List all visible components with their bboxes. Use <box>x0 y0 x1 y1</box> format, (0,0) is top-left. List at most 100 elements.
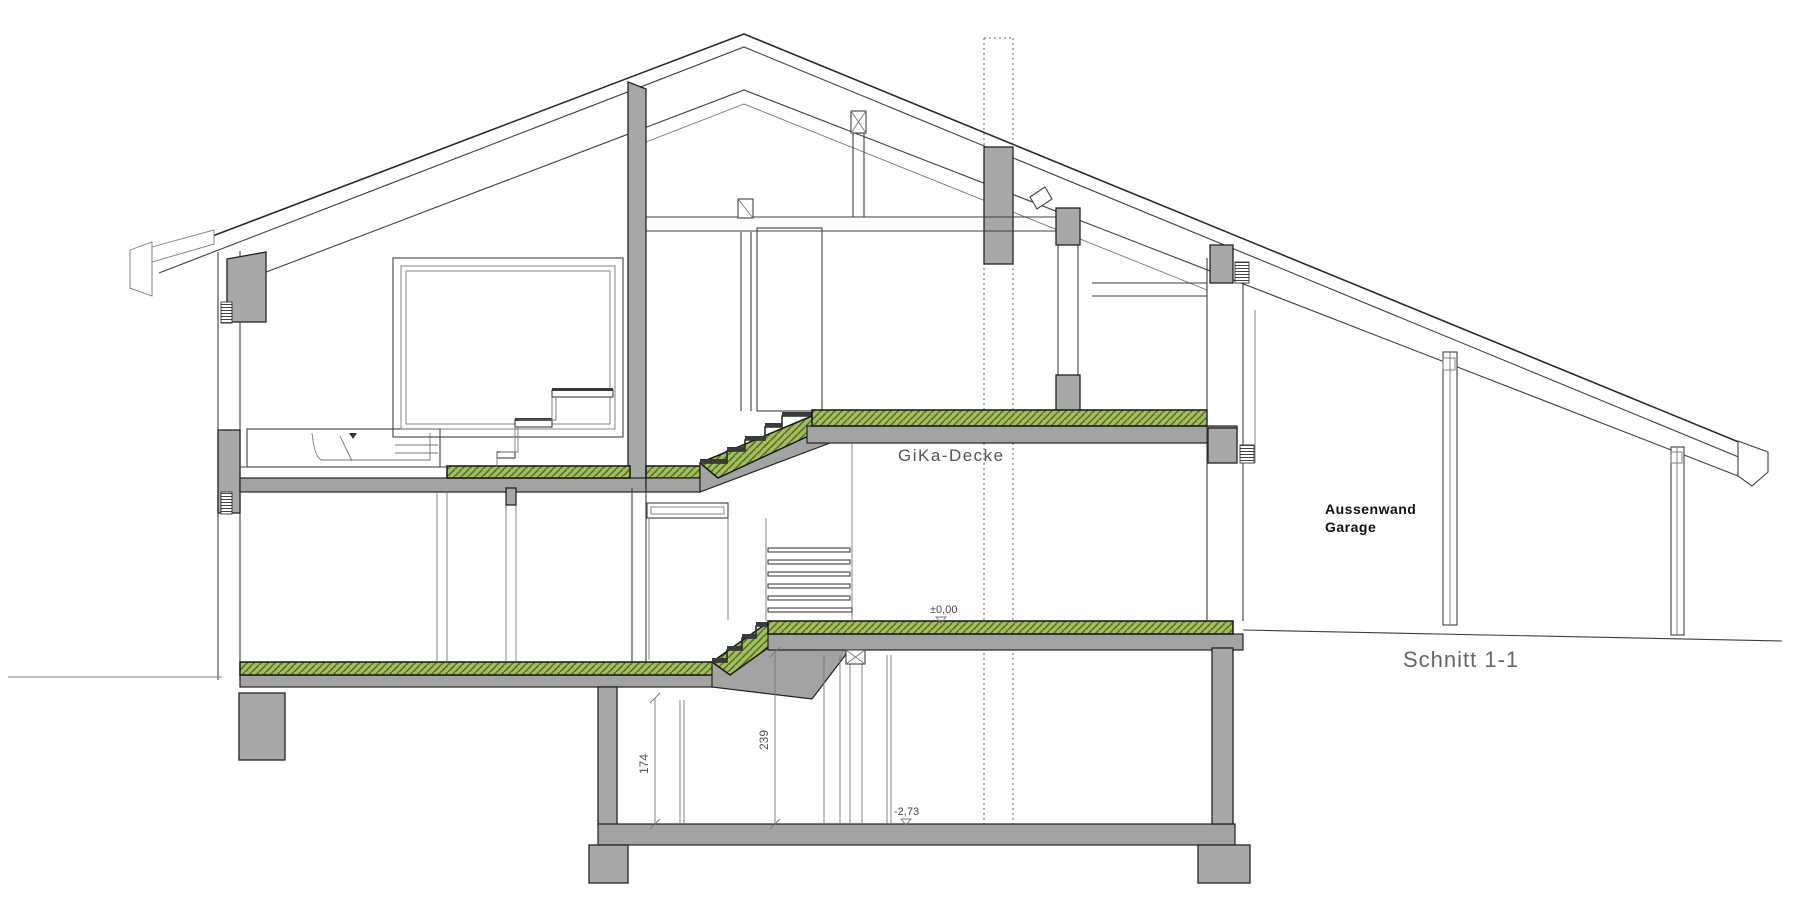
og-landing-insulation <box>645 465 701 479</box>
text-labels: GiKa-Decke Aussenwand Garage Schnitt 1-1 <box>898 446 1519 672</box>
stair-tread <box>552 388 613 391</box>
basement-floor-slab <box>597 823 1236 846</box>
right-roof-post <box>1057 245 1079 375</box>
gika-slab-insulation <box>811 409 1208 427</box>
left-footing <box>588 844 629 884</box>
drawing-title: Schnitt 1-1 <box>1403 647 1519 672</box>
garage-ground-line <box>1242 629 1783 642</box>
bathtub <box>246 428 441 468</box>
eg-right-slab-insulation <box>767 620 1234 635</box>
roof-outer-bottom-line <box>158 46 1759 466</box>
framed-opening-inner <box>405 270 611 425</box>
garage-post-left <box>1442 351 1458 626</box>
center-wall <box>627 81 647 489</box>
left-eave-soffit <box>151 229 215 263</box>
garage-wall-top-section <box>1209 244 1234 284</box>
label-garage: Garage <box>1325 519 1376 535</box>
garage-post-right <box>1670 446 1685 636</box>
framed-opening-outer <box>392 257 624 438</box>
upper-floor <box>239 409 1238 493</box>
basement-left-wall <box>597 686 618 826</box>
chimney <box>983 37 1014 824</box>
right-post-base <box>1055 374 1081 412</box>
eg-right-slab-gray <box>767 633 1244 651</box>
dimension-annotations: 174 239 ±0,00 -2,73 <box>637 604 957 830</box>
left-eave-fascia <box>129 241 153 297</box>
beam-x-mark <box>845 649 866 665</box>
stair-tread <box>765 423 782 427</box>
bathtub-rim <box>246 428 441 468</box>
dim-text-174: 174 <box>637 754 651 774</box>
attic-structure <box>646 110 1081 412</box>
door-header <box>646 502 729 519</box>
upper-room-wall <box>740 232 752 411</box>
gika-slab-gray <box>806 425 1238 444</box>
basement-right-wall <box>1211 647 1234 825</box>
roof-outer-top-line <box>151 33 1764 453</box>
partition-head-block <box>505 487 517 506</box>
basement-partitions <box>679 655 892 824</box>
wall-anchor-symbol <box>1234 261 1250 284</box>
post-notch <box>1670 451 1683 464</box>
stair-tread <box>727 646 742 650</box>
level-text-ground: ±0,00 <box>930 604 957 616</box>
wall-anchor-symbol <box>1239 444 1255 464</box>
left-wall-top-section <box>226 251 267 323</box>
garage-wall-base-section <box>1207 427 1238 464</box>
stair-tread <box>700 459 727 463</box>
stair-tread-elevation <box>767 595 851 601</box>
stair-tread-elevation <box>767 547 851 553</box>
purlin-x-mark <box>850 110 867 134</box>
roof <box>129 33 1769 487</box>
stair-tread <box>756 622 770 626</box>
eg-left-slab-insulation <box>239 661 715 676</box>
stair-tread-elevation <box>767 559 851 565</box>
wall-anchor-symbol <box>220 491 233 515</box>
basement <box>238 647 1251 884</box>
door-jambs <box>648 518 729 660</box>
og-side-stair <box>496 388 614 467</box>
dim-text-239: 239 <box>757 730 771 750</box>
level-mark-basement <box>900 818 912 826</box>
chimney-section-block <box>983 146 1014 265</box>
stair-tread-elevation <box>767 583 851 589</box>
background-stair-flight <box>767 547 853 613</box>
garage-header-beam <box>1092 282 1207 297</box>
framed-opening-mid <box>400 265 616 430</box>
right-purlin-block <box>1055 207 1081 246</box>
stair-tread <box>742 634 756 638</box>
right-footing <box>1197 844 1251 884</box>
bathtub-end-lines <box>395 444 438 454</box>
water-level-mark <box>349 433 357 439</box>
stair-step <box>496 451 516 459</box>
stair-step <box>551 389 614 398</box>
eg-left-slab-gray <box>239 674 715 688</box>
label-aussenwand: Aussenwand <box>1325 501 1416 517</box>
garage-post <box>1670 446 1685 636</box>
stair-tread <box>515 418 552 421</box>
roof-inner-bottom-line <box>645 103 1208 291</box>
level-mark-ground <box>935 616 947 624</box>
attic-post <box>852 133 865 217</box>
stair-tread <box>712 658 727 662</box>
eg-interior <box>436 443 853 662</box>
stair-step <box>514 419 553 428</box>
stair-tread <box>745 436 765 440</box>
level-text-basement: -2,73 <box>894 806 919 818</box>
garage-wall-faces <box>1206 258 1244 621</box>
dim-line-239 <box>769 646 781 830</box>
stair-tread-elevation <box>767 571 851 577</box>
ground-floor <box>239 620 1244 700</box>
center-wall-section <box>627 81 647 489</box>
eg-center-wall-below <box>631 488 647 662</box>
collar-beam <box>646 216 1058 232</box>
upper-room-door <box>756 227 823 412</box>
right-eave-fascia <box>1737 440 1769 487</box>
og-left-slab-gray <box>239 477 647 493</box>
beam-block-diagonal <box>737 198 754 219</box>
roof-inner-top-line <box>239 89 1752 482</box>
dim-line-174 <box>649 692 661 830</box>
eg-left-footing <box>238 692 286 761</box>
